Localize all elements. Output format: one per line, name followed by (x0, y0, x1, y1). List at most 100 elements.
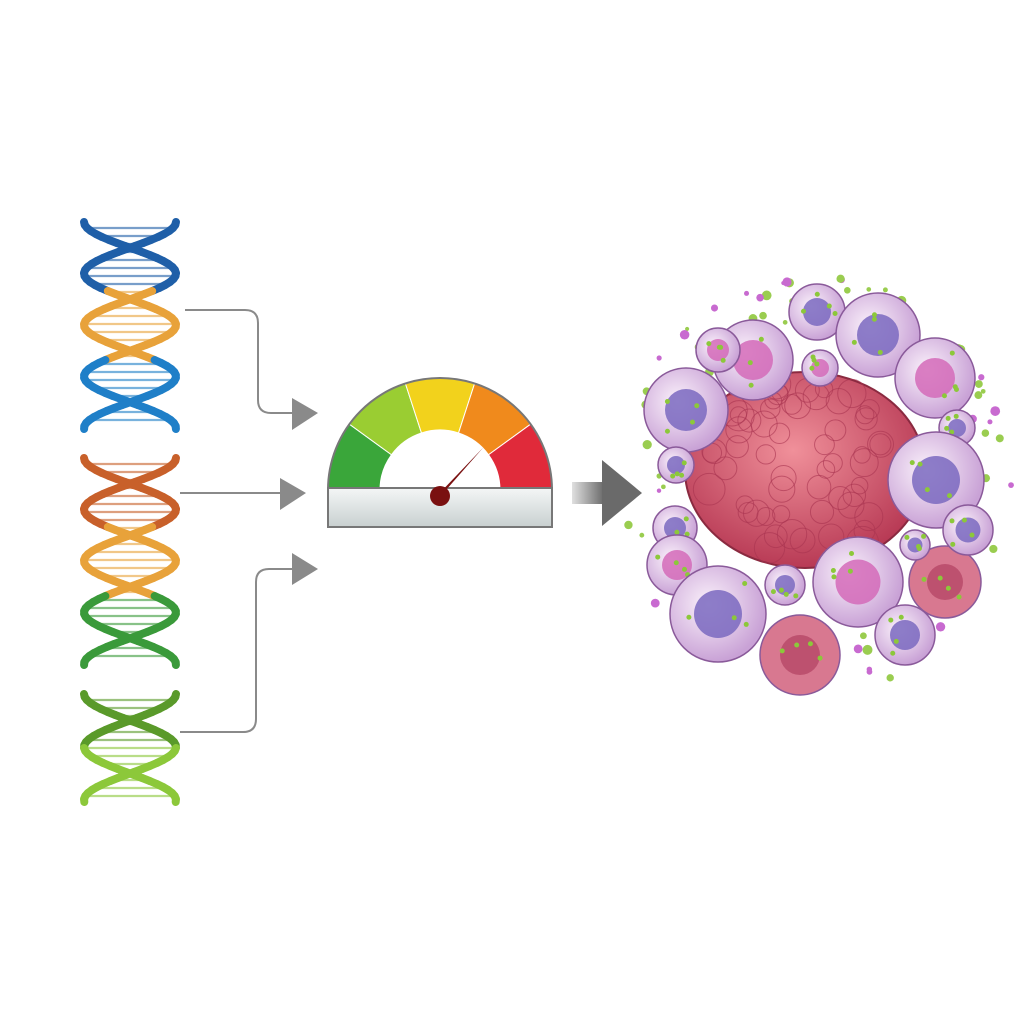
granule (809, 365, 815, 371)
granule (826, 303, 832, 309)
cell (908, 545, 982, 619)
dna-helix-icon (80, 690, 180, 806)
particle (987, 419, 993, 425)
particle (980, 388, 986, 394)
connector-line (180, 568, 292, 733)
granule (694, 403, 700, 409)
cell-nucleus (835, 559, 881, 605)
particle (989, 544, 998, 554)
granule (921, 576, 927, 582)
cell (942, 504, 994, 556)
particle (679, 329, 690, 340)
granule (847, 568, 853, 574)
cell (894, 337, 976, 419)
particle (981, 429, 990, 437)
tumor-lobule (756, 506, 776, 527)
particle (642, 439, 652, 450)
granule (655, 554, 661, 560)
particle (685, 326, 690, 331)
arrow-head-icon (292, 553, 318, 585)
tumor-lobule (824, 419, 847, 442)
granule (961, 517, 967, 523)
cell-nucleus (857, 314, 899, 356)
granule (937, 575, 943, 581)
granule (953, 413, 959, 419)
cell (657, 446, 695, 484)
cell (874, 604, 936, 666)
tumor-lobule (816, 460, 836, 479)
tumor-lobule (763, 524, 788, 549)
particle (1008, 482, 1014, 488)
tumor-lobule (789, 527, 816, 554)
gauge-needle-hub (430, 486, 450, 506)
granule (814, 291, 820, 297)
particle (656, 355, 662, 361)
granule (851, 339, 857, 345)
granule (817, 655, 823, 661)
tumor-lobule (770, 465, 797, 492)
granule (664, 428, 670, 434)
dna-helices (80, 218, 180, 806)
granule (664, 398, 670, 404)
particle (782, 277, 792, 287)
particle (862, 644, 873, 655)
tumor-lobule (772, 505, 791, 524)
granule (770, 589, 776, 595)
granule (684, 531, 690, 537)
granule (793, 593, 799, 599)
cell-nucleus (803, 298, 831, 326)
granule (832, 311, 838, 317)
granule (747, 360, 753, 366)
particle (859, 632, 867, 640)
tumor-lobule (713, 456, 738, 481)
cell-nucleus (890, 620, 920, 650)
dna-helix-icon (80, 218, 180, 433)
tumor-lobule (855, 405, 875, 425)
granule (758, 336, 764, 342)
tumor-lobule (854, 502, 884, 532)
particle (995, 434, 1004, 443)
tumor-lobule (776, 519, 808, 550)
granule (893, 638, 899, 644)
dna-helix-icon (80, 454, 180, 669)
gauge-outline (327, 377, 553, 491)
cell-nucleus (915, 358, 955, 398)
tumor-lobule (809, 499, 835, 525)
particle (744, 290, 750, 296)
cell (812, 536, 904, 628)
granule (748, 382, 754, 388)
granule (946, 493, 952, 499)
cell-nucleus (955, 517, 981, 543)
granule (949, 350, 955, 356)
particle (756, 293, 764, 302)
granule (689, 419, 695, 425)
particle (935, 622, 946, 632)
granule (969, 532, 975, 538)
tumor-lobule (750, 410, 778, 438)
gauge-needle (435, 447, 484, 498)
granule (944, 425, 950, 431)
cell (759, 614, 841, 696)
tumor-lobule (837, 491, 865, 519)
cell (643, 367, 729, 453)
granule (950, 541, 956, 547)
tumor-lobule (850, 476, 869, 495)
granule (794, 642, 800, 648)
tumor-lobule (784, 392, 812, 420)
granule (945, 415, 951, 421)
granule (670, 473, 676, 479)
tumor-lobule (768, 422, 791, 445)
connector-arrows (180, 309, 318, 733)
tumor-lobule (760, 398, 781, 419)
tumor-lobule (869, 433, 892, 456)
granule (921, 533, 927, 539)
tumor-lobule (853, 446, 871, 464)
tumor-lobule (867, 430, 895, 458)
granule (909, 460, 915, 466)
particle (882, 287, 888, 293)
cell (899, 529, 931, 561)
cell-nucleus (707, 339, 729, 361)
arrow-head-icon (292, 398, 318, 430)
tumor-lobule (692, 472, 726, 506)
